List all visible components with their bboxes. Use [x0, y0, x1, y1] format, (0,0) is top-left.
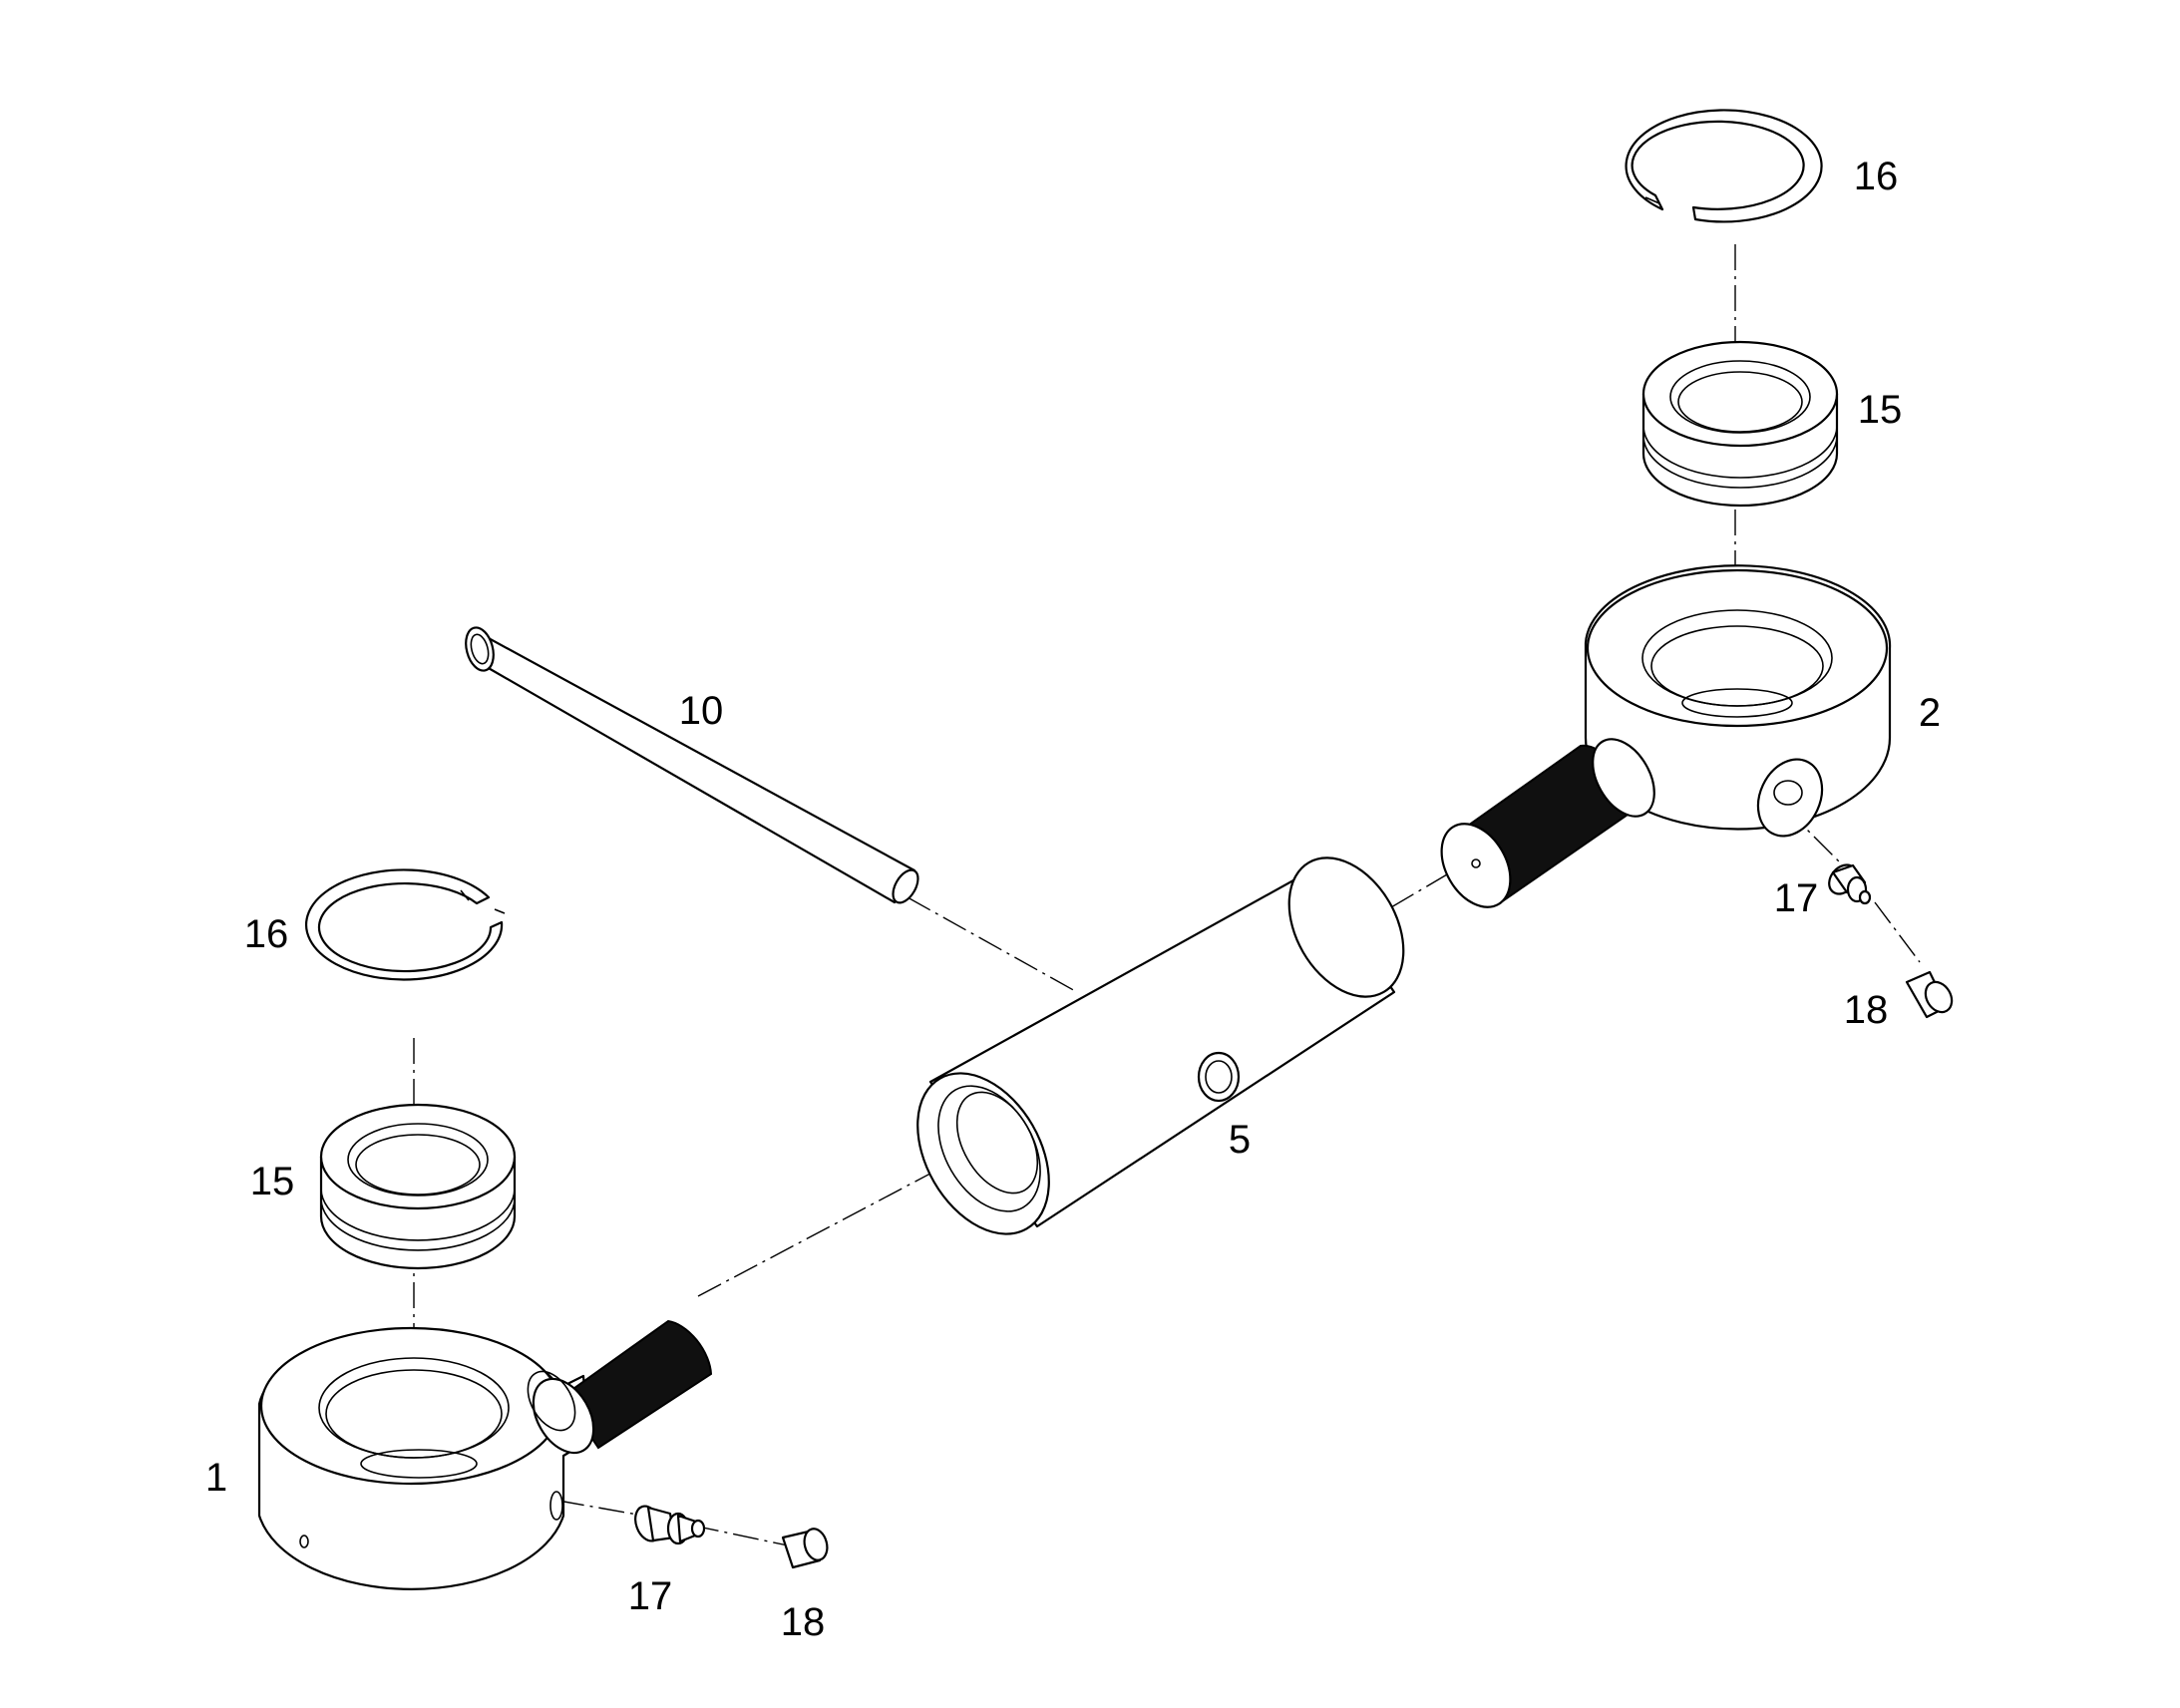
part-1-left-rod-end: [257, 1319, 713, 1591]
callout-right-part-17: 17: [1774, 876, 1819, 920]
callout-left-part-18: 18: [781, 1600, 826, 1644]
callout-left-part-15: 15: [250, 1160, 295, 1203]
part-17-right-grease-fitting: [1828, 863, 1872, 905]
part-15-left-bearing: [319, 1103, 517, 1270]
callout-right-part-16: 16: [1854, 155, 1899, 198]
callout-right-part-18: 18: [1844, 988, 1889, 1032]
part-16-right-snap-ring: [1625, 109, 1823, 223]
part-15-right-bearing: [1641, 340, 1839, 508]
callout-part-2: 2: [1919, 691, 1941, 735]
callout-part-1: 1: [205, 1456, 227, 1500]
callout-left-part-17: 17: [628, 1574, 673, 1618]
callout-right-part-15: 15: [1858, 388, 1903, 432]
callout-part-10: 10: [679, 689, 724, 733]
part-5-tube: [916, 856, 1405, 1235]
part-16-left-snap-ring: [305, 868, 506, 981]
part-18-right-cap: [1905, 970, 1954, 1019]
part-10-pin: [465, 626, 919, 904]
part-17-left-grease-fitting: [634, 1505, 706, 1545]
callout-part-5: 5: [1229, 1118, 1251, 1162]
part-2-right-rod-end: [1440, 564, 1892, 908]
part-18-left-cap: [781, 1528, 829, 1569]
callout-labels: 1 2 5 10 15 16 17 18 15 16 17 18: [205, 155, 1941, 1644]
callout-left-part-16: 16: [244, 912, 289, 956]
